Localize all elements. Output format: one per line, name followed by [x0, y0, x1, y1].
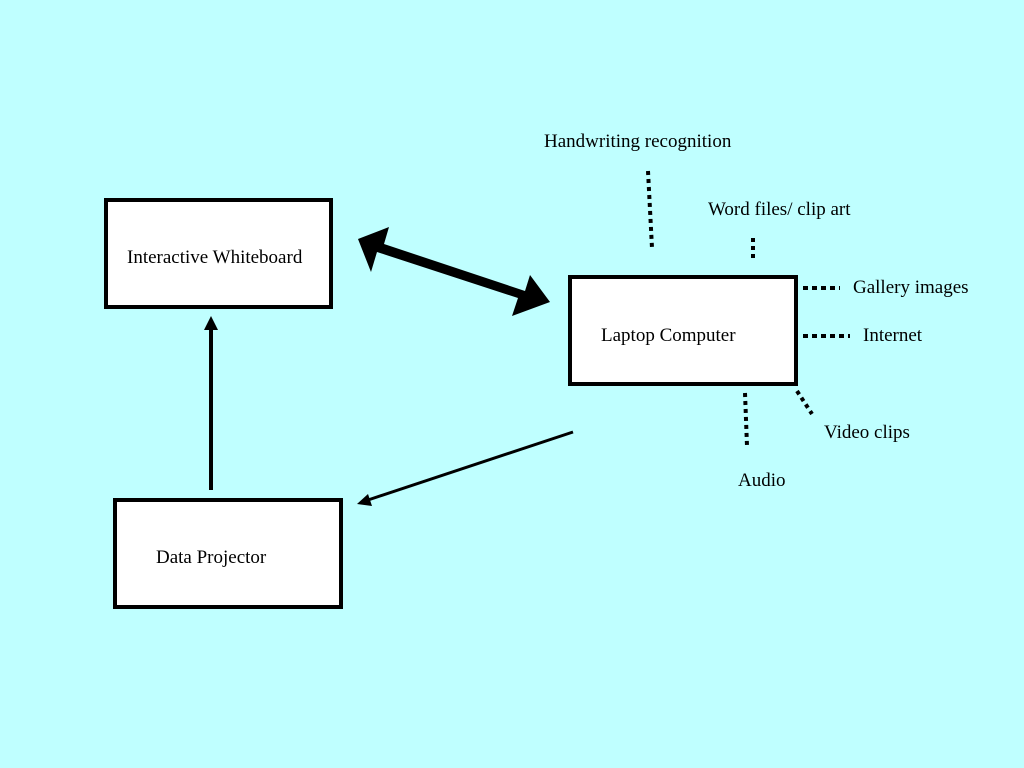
word-files-label: Word files/ clip art [708, 199, 851, 220]
laptop-projector-arrowhead [357, 494, 372, 506]
whiteboard-box [104, 198, 333, 309]
laptop-projector-arrow [357, 430, 574, 506]
gallery-label: Gallery images [853, 277, 969, 298]
laptop-projector-line [367, 430, 574, 502]
double-arrow-shape [358, 227, 550, 316]
laptop-label: Laptop Computer [601, 325, 736, 346]
audio-label: Audio [738, 470, 786, 491]
audio-dotted-line [743, 392, 749, 447]
projector-whiteboard-arrowhead [204, 316, 218, 330]
projector-box [113, 498, 343, 609]
handwriting-label: Handwriting recognition [544, 131, 732, 152]
video-label: Video clips [824, 422, 910, 443]
laptop-box [568, 275, 798, 386]
internet-label: Internet [863, 325, 923, 346]
projector-label: Data Projector [156, 547, 267, 568]
video-dotted-line [795, 389, 814, 416]
whiteboard-laptop-double-arrow [358, 227, 550, 316]
handwriting-dotted-line [646, 170, 654, 249]
whiteboard-label: Interactive Whiteboard [127, 247, 303, 268]
projector-whiteboard-arrow [204, 316, 218, 490]
